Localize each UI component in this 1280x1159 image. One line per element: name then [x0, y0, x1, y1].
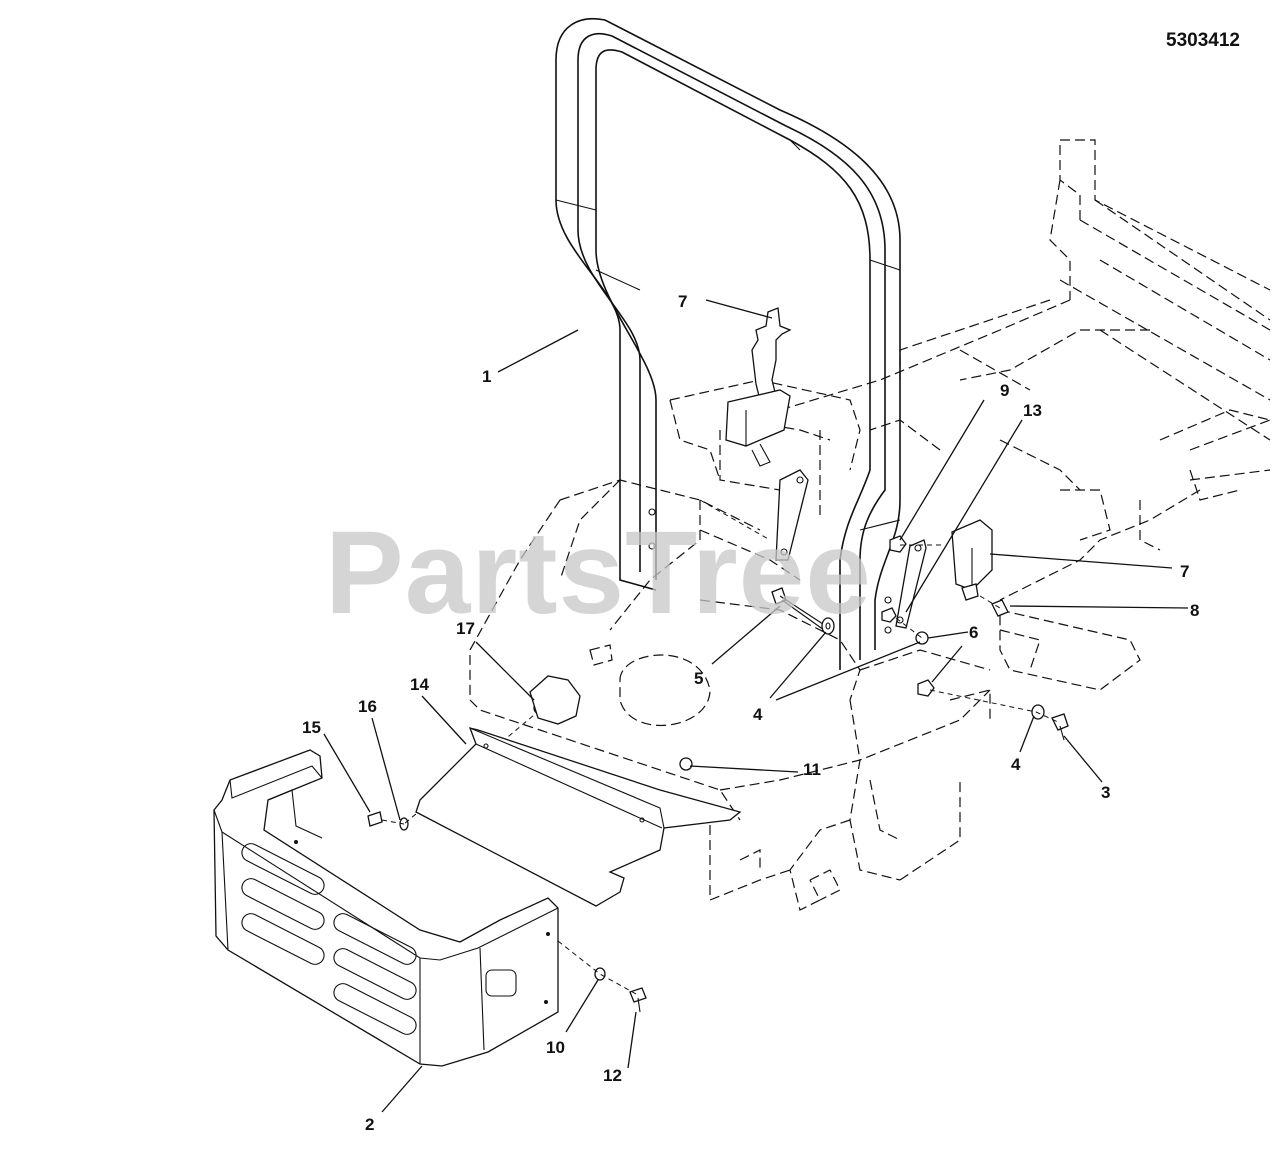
seat-belt-upper [725, 307, 809, 561]
roll-bar [555, 18, 901, 670]
callout-2: 2 [365, 1115, 374, 1134]
callout-12: 12 [603, 1066, 622, 1085]
callout-13: 13 [1023, 401, 1042, 420]
callout-8: 8 [1190, 601, 1199, 620]
leader-lines [323, 299, 1189, 1113]
callout-15: 15 [302, 718, 321, 737]
hole-cover-plate [529, 675, 581, 725]
callout-10: 10 [546, 1038, 565, 1057]
callout-4-right: 4 [1011, 755, 1021, 774]
callout-17: 17 [456, 619, 475, 638]
callout-7-upper: 7 [678, 292, 687, 311]
callout-1: 1 [482, 367, 491, 386]
callout-3: 3 [1101, 783, 1110, 802]
rear-shield-plate [415, 727, 742, 907]
seat-deck-phantom [469, 379, 991, 911]
rear-bumper-guard [213, 749, 559, 1067]
seat-belt-buckle-right [895, 519, 993, 629]
callout-14: 14 [410, 675, 429, 694]
callout-4-center: 4 [753, 705, 763, 724]
callout-labels: 1 2 3 4 4 4 5 6 7 7 8 9 10 11 12 13 14 1… [302, 292, 1199, 1134]
callout-6: 6 [969, 623, 978, 642]
diagram-part-number: 5303412 [1166, 30, 1240, 51]
callout-11: 11 [803, 760, 821, 779]
callout-9: 9 [1000, 381, 1009, 400]
callout-5: 5 [694, 669, 703, 688]
callout-16: 16 [358, 697, 377, 716]
callout-7-right: 7 [1180, 562, 1189, 581]
